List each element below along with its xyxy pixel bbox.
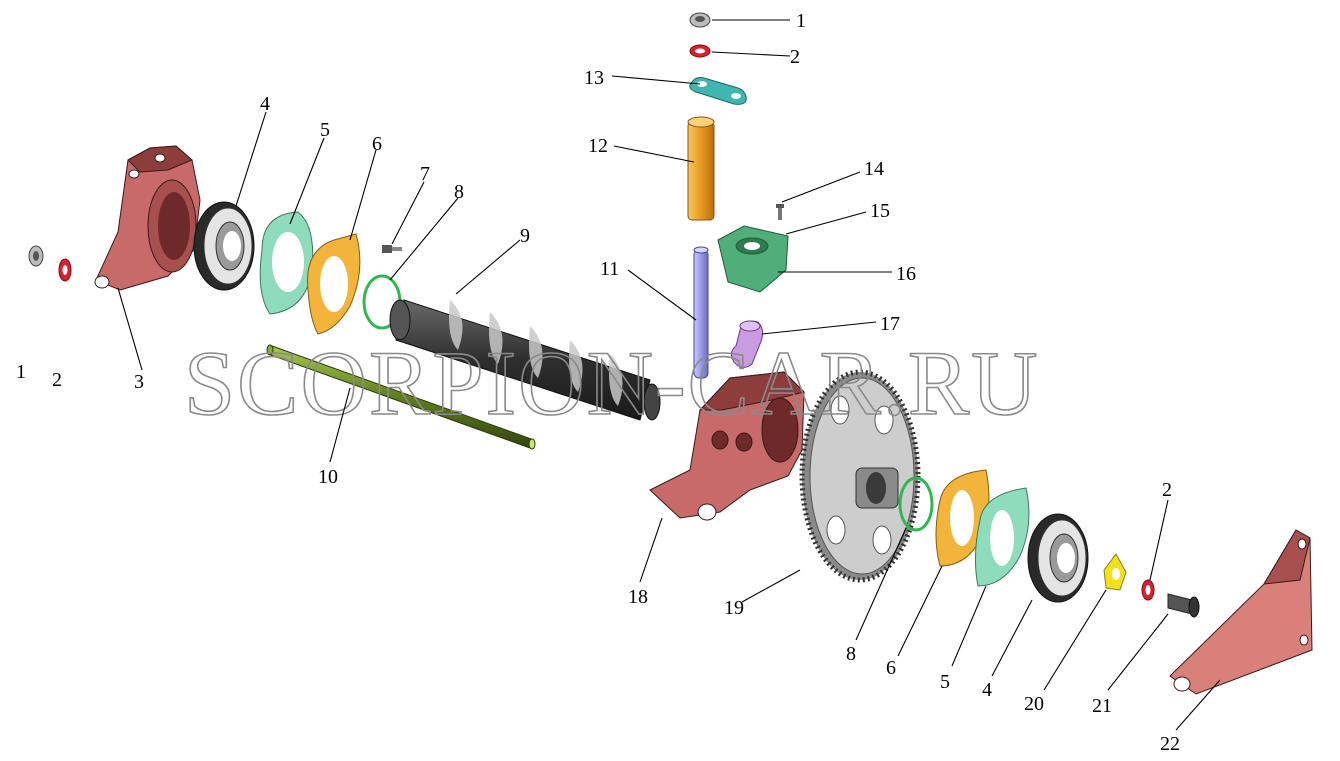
- part-link-bar: [689, 77, 747, 105]
- callout-15: 15: [870, 200, 890, 222]
- callout-11: 11: [600, 258, 619, 280]
- part-bolt-small: [382, 245, 402, 253]
- part-washer-top: [689, 44, 711, 58]
- callout-2-left: 2: [52, 369, 62, 391]
- callout-labels: 1 2 13 12 14 15 11 16 17 4 5 6 7 8 9 1 2…: [16, 10, 1180, 755]
- callout-18: 18: [628, 586, 648, 608]
- callout-6-right: 6: [886, 657, 896, 679]
- callout-22: 22: [1160, 733, 1180, 755]
- callout-4-right: 4: [982, 679, 992, 701]
- callout-4-left: 4: [260, 93, 270, 115]
- part-gasket-left: [259, 211, 314, 315]
- part-sleeve: [687, 116, 715, 221]
- part-worm-shaft: [389, 299, 661, 421]
- callout-20: 20: [1024, 693, 1044, 715]
- callout-2-right: 2: [1162, 479, 1172, 501]
- callout-1-top: 1: [796, 10, 806, 32]
- part-gasket-right: [974, 487, 1030, 587]
- part-bearing-left: [193, 201, 255, 291]
- callout-14: 14: [864, 158, 884, 180]
- callout-21: 21: [1092, 695, 1112, 717]
- part-washer-left: [58, 258, 72, 282]
- callout-16: 16: [896, 263, 916, 285]
- part-bolt-right: [1167, 593, 1200, 618]
- part-lever: [730, 320, 764, 368]
- part-shim-right: [935, 469, 990, 567]
- callout-8-right: 8: [846, 643, 856, 665]
- callout-5-right: 5: [940, 671, 950, 693]
- part-housing-left: [94, 145, 201, 291]
- callout-1-left: 1: [16, 361, 26, 383]
- part-nut-top: [689, 12, 711, 28]
- part-shaft: [266, 344, 536, 450]
- callout-7: 7: [420, 163, 430, 185]
- callout-12: 12: [588, 135, 608, 157]
- callout-9: 9: [520, 225, 530, 247]
- part-housing-right: [1169, 529, 1313, 695]
- callout-19: 19: [724, 597, 744, 619]
- callout-5-left: 5: [320, 119, 330, 141]
- watermark-text: SCORPION-CAR.RU: [184, 332, 1040, 434]
- part-shim-left: [307, 233, 361, 335]
- part-flange: [717, 225, 789, 293]
- part-lock-plate: [1103, 553, 1127, 591]
- part-screw-small: [776, 204, 784, 220]
- callout-13: 13: [584, 67, 604, 89]
- part-gear: [799, 369, 921, 583]
- callout-10: 10: [318, 466, 338, 488]
- part-washer-right: [1141, 579, 1155, 601]
- part-nut-left: [28, 245, 44, 267]
- part-bearing-right: [1027, 513, 1089, 603]
- callout-3: 3: [134, 371, 144, 393]
- part-oring-right: [898, 476, 934, 532]
- part-pin: [693, 246, 709, 379]
- callout-6-left: 6: [372, 133, 382, 155]
- callout-8-left: 8: [454, 181, 464, 203]
- part-housing-main: [649, 371, 805, 521]
- callout-17: 17: [880, 313, 900, 335]
- leader-lines: [117, 19, 1221, 731]
- callout-2-top: 2: [790, 46, 800, 68]
